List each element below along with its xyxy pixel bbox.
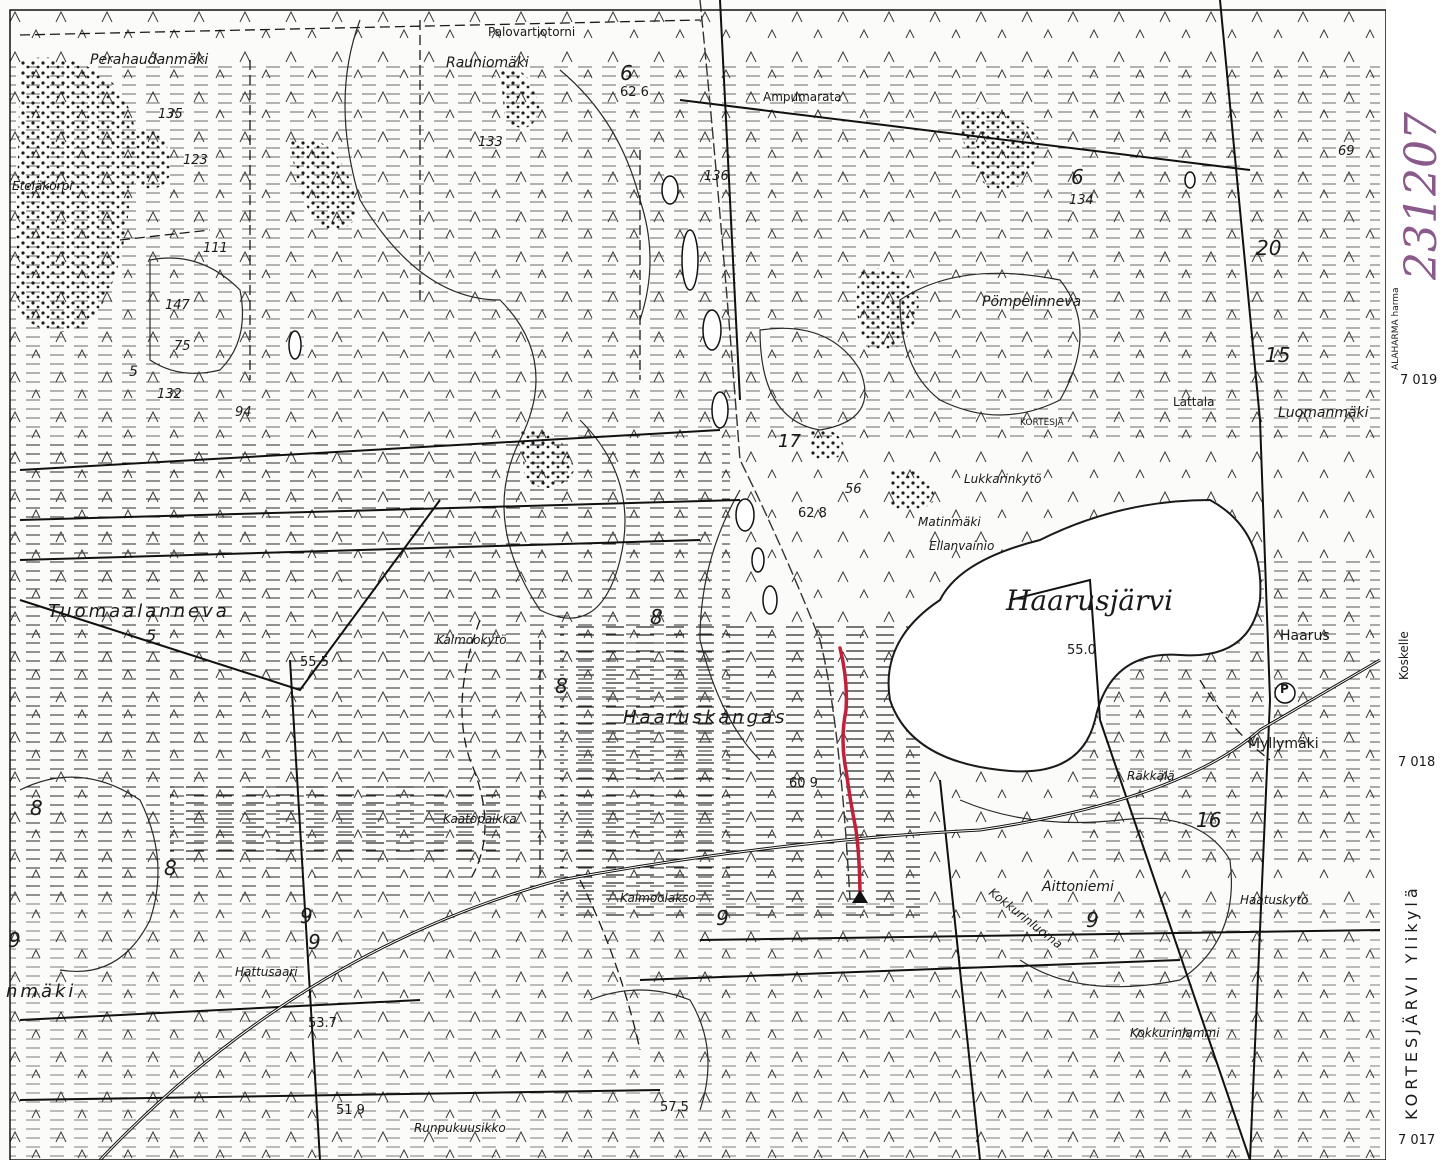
place-nmaki[interactable]: nmäki: [6, 981, 77, 1002]
haarusjarvi-lake[interactable]: [887, 498, 1262, 773]
elevation-label: 136: [704, 169, 729, 184]
contour-lines: [19, 19, 1233, 1111]
elevation-label: 133: [478, 135, 503, 150]
margin-note: ALAHARMA harma: [1391, 287, 1401, 370]
place-kalmookyto[interactable]: Kalmookytö: [436, 633, 507, 647]
elevation-label: 134: [1069, 193, 1094, 208]
elevation-label: 8: [164, 856, 177, 880]
place-haarusjarvi[interactable]: Haarusjärvi: [1006, 584, 1174, 617]
elevation-label: 16: [1196, 808, 1222, 832]
elevation-label: 62 6: [620, 85, 649, 100]
solid-lines: [19, 0, 1381, 1160]
elevation-label: 8: [555, 674, 568, 698]
place-tuomaalanneva[interactable]: Tuomaalanneva: [48, 601, 230, 622]
highlighted-route[interactable]: [838, 646, 862, 902]
place-palovartiotorni[interactable]: Palovartiotorni: [488, 25, 576, 39]
place-kokkurinlammi[interactable]: Kokkurinlammi: [1130, 1026, 1220, 1040]
place-haatuskyto[interactable]: Haatuskytö: [1240, 893, 1309, 907]
elevation-label: 9: [308, 930, 321, 954]
parking-circle: [1274, 682, 1296, 704]
elevation-label: 8: [650, 605, 663, 629]
place-kaatopaikka[interactable]: Kaatopaikka: [443, 812, 517, 826]
route-end-marker: [852, 890, 868, 903]
place-rakkala[interactable]: Räkkälä: [1127, 769, 1175, 783]
elevation-label: 135: [158, 107, 183, 122]
boundary-lines: [19, 19, 1271, 1051]
place-lattala[interactable]: Lattala: [1173, 395, 1215, 409]
elevation-label: 75: [174, 339, 191, 354]
elevation-label: 56: [845, 482, 862, 497]
place-etelakorpi[interactable]: Eteläkorpi: [12, 179, 73, 193]
rock-patches: [15, 57, 1040, 512]
place-pompelinneva[interactable]: Pömpelinneva: [982, 294, 1082, 310]
grid-label-7018: 7 018: [1398, 755, 1436, 770]
elevation-label: 57.5: [660, 1100, 689, 1115]
elevation-label: 9: [716, 906, 729, 930]
elevation-label: 111: [203, 241, 228, 256]
place-kortesjarvi-village[interactable]: KORTESJÄ: [1020, 418, 1064, 428]
map-margin: [1386, 0, 1452, 1160]
place-rauniomaki[interactable]: Rauniomäki: [446, 55, 529, 71]
place-ellanvainio[interactable]: Ellanvainio: [929, 539, 995, 553]
elevation-label: 9: [1086, 908, 1099, 932]
elevation-label: 69: [1338, 144, 1355, 159]
parking-icon: P: [1280, 682, 1289, 696]
elevation-label: 15: [1265, 343, 1291, 367]
place-matinmaki[interactable]: Matinmäki: [918, 515, 981, 529]
elevation-label: 147: [165, 298, 190, 313]
elevation-label: 5: [146, 626, 157, 645]
elevation-label: 17: [778, 431, 801, 452]
elevation-label: 51 9: [336, 1103, 365, 1118]
elevation-label: 94: [235, 405, 252, 420]
place-myllymaki[interactable]: Myllymäki: [1248, 736, 1319, 752]
place-lukkarinkyto[interactable]: Lukkarinkytö: [964, 472, 1042, 486]
elevation-label: 6: [620, 61, 633, 85]
place-runpukuusikko[interactable]: Runpukuusikko: [414, 1121, 506, 1135]
elevation-label: 123: [183, 153, 208, 168]
place-haaruskangas[interactable]: Haaruskangas: [623, 707, 788, 728]
elevation-label: 20: [1256, 236, 1282, 260]
place-kalmoolakso[interactable]: Kalmoolakso: [620, 891, 696, 905]
direction-koskelle: Koskelle: [1397, 631, 1411, 680]
place-haarus[interactable]: Haarus: [1280, 628, 1330, 644]
municipality-label: KORTESJÄRVI Ylikylä: [1402, 884, 1421, 1120]
grid-label-7019: 7 019: [1400, 373, 1438, 388]
elevation-label: 8: [30, 796, 43, 820]
place-hattusaari[interactable]: Hattusaari: [235, 965, 298, 979]
place-ampumarata[interactable]: Ampumarata: [763, 90, 842, 104]
elevation-label: 62 8: [798, 506, 827, 521]
elevation-label: 9: [300, 904, 313, 928]
grid-label-7017: 7 017: [1398, 1133, 1436, 1148]
elevation-label: 55.0: [1067, 643, 1096, 658]
forest-track[interactable]: [699, 0, 851, 901]
elevation-label: 53.7: [308, 1016, 337, 1031]
place-luomanmaki[interactable]: Luomanmäki: [1278, 405, 1369, 421]
place-perahaudanmaki[interactable]: Perahaudanmäki: [90, 52, 209, 68]
elevation-label: 55 5: [300, 655, 329, 670]
elevation-label: 132: [157, 387, 182, 402]
place-aittoniemi[interactable]: Aittoniemi: [1042, 879, 1114, 895]
elevation-label: 9: [8, 928, 21, 952]
ponds: [288, 171, 1196, 615]
elevation-label: 60 9: [789, 776, 818, 791]
elevation-label: 5: [129, 364, 138, 380]
elevation-label: 6: [1071, 165, 1084, 189]
sheet-number: 231207: [1396, 112, 1447, 280]
